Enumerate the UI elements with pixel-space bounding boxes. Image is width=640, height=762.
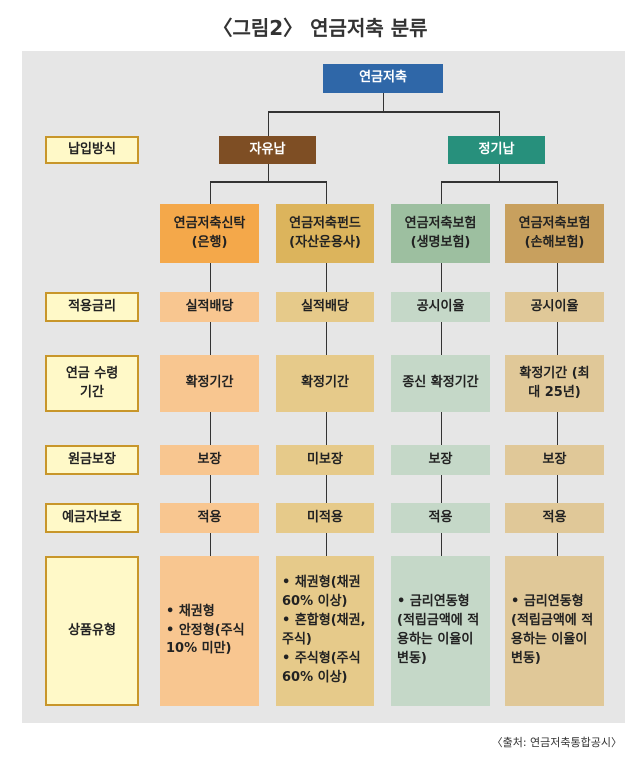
connector [499, 163, 500, 182]
cell-protection: 적용 [391, 503, 490, 533]
cell-principal: 보장 [160, 445, 259, 475]
connector [210, 181, 327, 183]
cell-product-types: • 금리연동형 (적립금액에 적용하는 이율이 변동) [505, 556, 604, 706]
row-label-principal: 원금보장 [45, 445, 139, 475]
product-type-item: • 혼합형(채권,주식) [282, 613, 366, 647]
product-type-item: • 금리연동형 (적립금액에 적용하는 이율이 변동) [511, 594, 594, 666]
figure-title: 〈그림2〉 연금저축 분류 [212, 16, 428, 40]
cell-product-types: • 채권형(채권 60% 이상)• 혼합형(채권,주식)• 주식형(주식 60%… [276, 556, 374, 706]
row-label-payment: 납입방식 [45, 136, 139, 164]
product-type-item: • 채권형(채권 60% 이상) [282, 575, 361, 610]
row-label-protection: 예금자보호 [45, 503, 139, 533]
row-label-period: 연금 수령기간 [45, 355, 139, 412]
product-node: 연금저축펀드 (자산운용사) [276, 204, 374, 263]
product-provider: (생명보험) [410, 234, 471, 250]
cell-protection: 적용 [160, 503, 259, 533]
product-type-item: • 금리연동형 (적립금액에 적용하는 이율이 변동) [397, 594, 480, 666]
cell-principal: 보장 [505, 445, 604, 475]
product-name: 연금저축펀드 [289, 215, 361, 231]
product-provider: (손해보험) [524, 234, 585, 250]
cell-period: 확정기간 (최대 25년) [505, 355, 604, 412]
regular-payment-node: 정기납 [448, 136, 545, 164]
connector [557, 181, 558, 706]
product-name: 연금저축보험 [404, 215, 477, 231]
cell-rate: 실적배당 [160, 292, 259, 322]
free-payment-node: 자유납 [219, 136, 316, 164]
connector [499, 111, 500, 136]
row-label-type: 상품유형 [45, 556, 139, 706]
cell-product-types: • 채권형 • 안정형(주식 10% 미만) [160, 556, 259, 706]
cell-protection: 적용 [505, 503, 604, 533]
cell-principal: 미보장 [276, 445, 374, 475]
root-node: 연금저축 [323, 64, 443, 93]
product-type-item: • 주식형(주식 60% 이상) [282, 650, 361, 685]
cell-product-types: • 금리연동형 (적립금액에 적용하는 이율이 변동) [391, 556, 490, 706]
product-provider: (은행) [191, 234, 228, 250]
cell-principal: 보장 [391, 445, 490, 475]
cell-rate: 실적배당 [276, 292, 374, 322]
connector [441, 181, 442, 706]
connector [441, 181, 558, 183]
product-name: 연금저축신탁 [173, 215, 246, 231]
cell-period: 종신 확정기간 [391, 355, 490, 412]
connector [268, 111, 500, 113]
connector [268, 163, 269, 182]
product-node: 연금저축신탁 (은행) [160, 204, 259, 263]
product-type-item: • 안정형(주식 10% 미만) [166, 622, 245, 657]
product-node: 연금저축보험 (손해보험) [505, 204, 604, 263]
product-name: 연금저축보험 [518, 215, 591, 231]
cell-protection: 미적용 [276, 503, 374, 533]
row-label-rate: 적용금리 [45, 292, 139, 322]
connector [326, 181, 327, 706]
product-provider: (자산운용사) [289, 234, 361, 250]
cell-rate: 공시이율 [505, 292, 604, 322]
product-node: 연금저축보험 (생명보험) [391, 204, 490, 263]
product-type-item: • 채권형 [166, 603, 215, 619]
connector [210, 181, 211, 706]
cell-period: 확정기간 [160, 355, 259, 412]
cell-rate: 공시이율 [391, 292, 490, 322]
cell-period: 확정기간 [276, 355, 374, 412]
source-note: 〈출처: 연금저축통합공시〉 [491, 736, 622, 749]
connector [383, 92, 384, 112]
connector [268, 111, 269, 136]
